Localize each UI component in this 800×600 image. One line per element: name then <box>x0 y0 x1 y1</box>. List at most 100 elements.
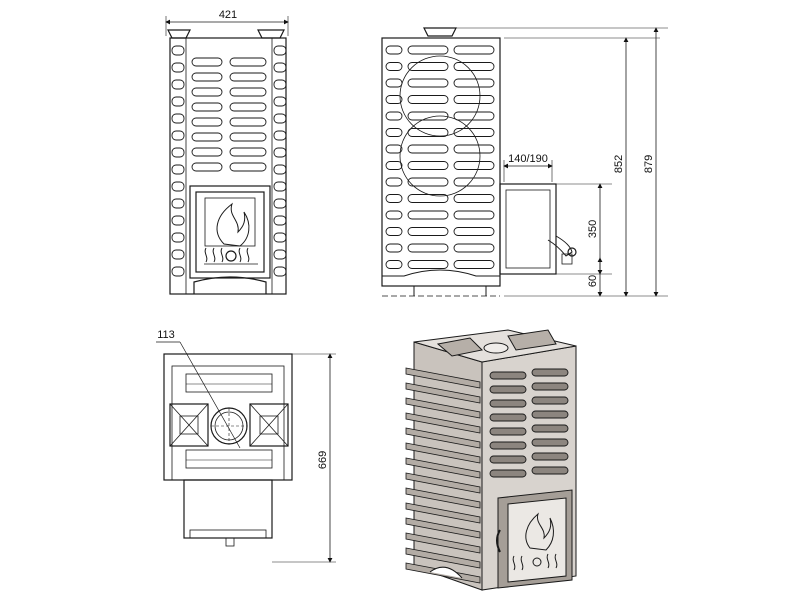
iso-fin <box>405 367 481 389</box>
front-slot <box>229 117 267 127</box>
front-fin <box>171 164 185 175</box>
side-slot <box>407 45 449 55</box>
side-slot <box>407 111 449 121</box>
side-slot <box>407 95 449 104</box>
side-slot <box>453 78 495 88</box>
front-fin <box>171 232 185 243</box>
side-slot <box>385 161 403 170</box>
front-fin <box>171 215 185 226</box>
iso-slot <box>531 466 569 475</box>
front-slot <box>191 57 223 67</box>
front-slot <box>191 147 223 157</box>
front-fin <box>273 79 287 90</box>
front-slot <box>229 102 267 112</box>
front-fin <box>273 96 287 107</box>
perspective-view <box>405 329 577 591</box>
side-slot <box>453 210 495 220</box>
side-slot <box>385 128 403 137</box>
side-slot <box>453 243 495 253</box>
front-fin <box>273 113 287 124</box>
iso-slot <box>489 427 527 436</box>
front-fin <box>171 249 185 260</box>
front-fin <box>171 147 185 158</box>
iso-fin <box>405 382 481 404</box>
side-slot <box>385 210 403 220</box>
iso-slot <box>531 438 569 447</box>
side-slot <box>385 243 403 253</box>
side-slot <box>407 243 449 253</box>
front-fin <box>273 45 287 56</box>
front-view <box>165 16 289 295</box>
front-slot <box>229 72 267 82</box>
front-fin <box>273 232 287 243</box>
iso-slot <box>489 469 527 478</box>
side-slot <box>453 62 495 71</box>
side-slot <box>407 161 449 170</box>
side-slot <box>385 45 403 55</box>
side-slot <box>407 78 449 88</box>
side-slot <box>453 45 495 55</box>
front-slot <box>191 102 223 112</box>
iso-fin <box>405 412 481 434</box>
side-slot <box>385 95 403 104</box>
iso-slot <box>489 399 527 408</box>
side-slot <box>385 194 403 203</box>
side-slot <box>407 128 449 137</box>
front-fin <box>171 79 185 90</box>
iso-slot <box>531 452 569 461</box>
iso-slot <box>531 410 569 419</box>
dimension-flue-diameter: 113 <box>157 329 175 341</box>
dimension-door-height: 350 <box>587 220 599 238</box>
side-slot <box>385 78 403 88</box>
front-fin <box>171 198 185 209</box>
front-fin <box>273 249 287 260</box>
side-slot <box>453 227 495 236</box>
iso-slot <box>489 413 527 422</box>
side-slot <box>407 210 449 220</box>
iso-slot <box>489 441 527 450</box>
iso-slot <box>489 455 527 464</box>
side-slot <box>453 161 495 170</box>
front-slot <box>229 87 267 97</box>
top-view <box>156 341 336 563</box>
dimension-chimney-offset: 140/190 <box>508 153 548 165</box>
iso-fin <box>405 517 481 539</box>
iso-fin <box>405 442 481 464</box>
front-slot <box>191 72 223 82</box>
dimension-depth: 669 <box>317 451 329 469</box>
side-slot <box>407 260 449 269</box>
side-slot <box>453 177 495 187</box>
side-slot <box>407 227 449 236</box>
side-slot <box>385 227 403 236</box>
front-fin <box>171 130 185 141</box>
dimension-side-height: 852 <box>613 155 625 173</box>
side-slot <box>453 95 495 104</box>
side-slot <box>453 144 495 154</box>
iso-fin <box>405 397 481 419</box>
front-slot <box>191 132 223 142</box>
front-fin <box>273 62 287 73</box>
front-fin <box>273 215 287 226</box>
side-slot <box>453 111 495 121</box>
front-fin <box>273 181 287 192</box>
front-fin <box>273 147 287 158</box>
side-slot <box>385 144 403 154</box>
side-slot <box>407 177 449 187</box>
iso-slot <box>531 382 569 391</box>
front-slot <box>229 57 267 67</box>
iso-fin <box>405 547 481 569</box>
iso-fin <box>405 487 481 509</box>
dimension-total-height: 879 <box>643 155 655 173</box>
iso-fin <box>405 472 481 494</box>
front-fin <box>273 266 287 277</box>
dimension-base-height: 60 <box>587 275 599 287</box>
side-slot <box>385 62 403 71</box>
side-slot <box>453 260 495 269</box>
iso-fin <box>405 427 481 449</box>
front-slot <box>229 132 267 142</box>
front-fin <box>171 45 185 56</box>
iso-slot <box>489 371 527 380</box>
front-fin <box>171 62 185 73</box>
side-slot <box>385 260 403 269</box>
